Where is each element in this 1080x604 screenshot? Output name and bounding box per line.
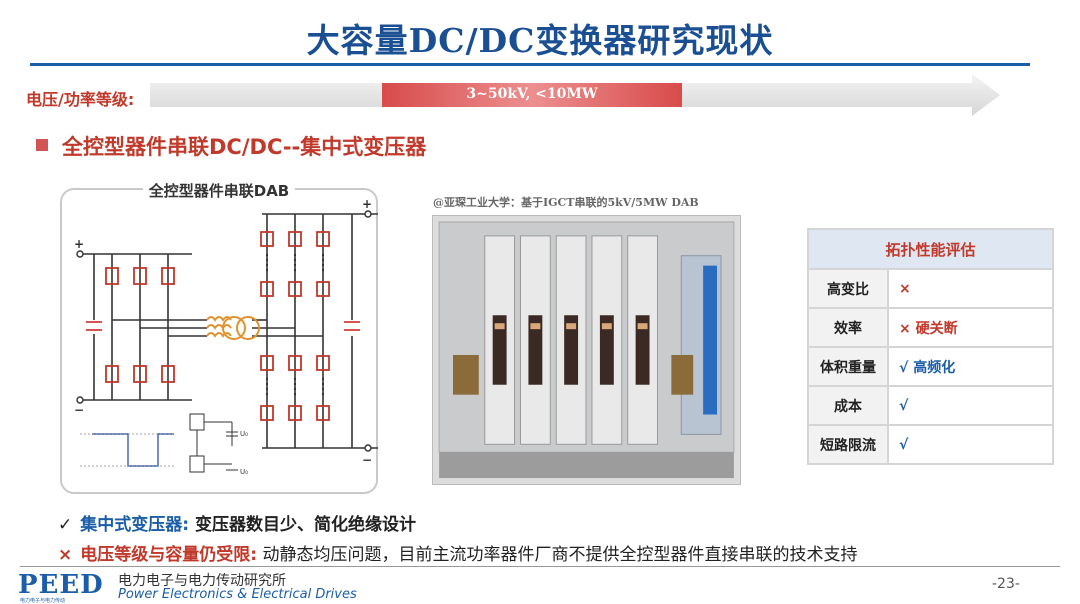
level-range-arrow: [150, 74, 1000, 116]
peed-logo: PEED: [18, 570, 104, 600]
table-row: 高变比 ×: [807, 268, 1054, 309]
check-mark-icon: √: [899, 359, 909, 376]
left-minus-label: −: [74, 403, 84, 417]
eval-key: 短路限流: [807, 424, 889, 465]
table-row: 成本 √: [807, 385, 1054, 426]
section-subtitle-text: 全控型器件串联DC/DC--集中式变压器: [62, 135, 427, 159]
right-minus-label: −: [362, 453, 372, 467]
right-plus-label: +: [362, 197, 372, 211]
eval-key: 效率: [807, 307, 889, 348]
square-wave-waveform: [92, 433, 174, 467]
u0-label-bottom: U₀: [240, 468, 248, 476]
cross-mark-icon: ×: [899, 280, 911, 297]
table-row: 短路限流 √: [807, 424, 1054, 465]
eval-note: 高频化: [913, 359, 956, 376]
logo-subtext: 电力电子与电力传动: [20, 598, 66, 604]
voltage-power-level-label: 电压/功率等级:: [26, 90, 135, 109]
lab-name-en: Power Electronics & Electrical Drives: [118, 587, 357, 602]
lab-name-cn: 电力电子与电力传动研究所: [118, 573, 286, 589]
table-row: 效率 × 硬关断: [807, 307, 1054, 348]
check-mark-icon: ✓: [58, 515, 73, 535]
footer-divider: [20, 566, 1060, 567]
eval-key: 高变比: [807, 268, 889, 309]
limitation-lead: 电压等级与容量仍受限:: [80, 545, 258, 565]
slide-title: 大容量DC/DC变换器研究现状: [306, 21, 774, 60]
page-number: -23-: [992, 576, 1020, 592]
circuit-schematic: + − + − U₀ U₀: [74, 197, 378, 476]
eval-key: 成本: [807, 385, 889, 426]
advantage-bullet: ✓ 集中式变压器: 变压器数目少、简化绝缘设计: [58, 510, 416, 535]
check-mark-icon: √: [899, 397, 909, 414]
left-plus-label: +: [74, 237, 84, 251]
cross-mark-icon: ×: [899, 320, 911, 337]
u0-label-top: U₀: [240, 430, 248, 438]
dab-circuit-diagram: 全控型器件串联DAB: [60, 182, 378, 494]
section-subtitle: 全控型器件串联DC/DC--集中式变压器: [36, 131, 426, 161]
eval-note: 硬关断: [915, 320, 958, 337]
eval-key: 体积重量: [807, 346, 889, 387]
limitation-text: 动静态均压问题，目前主流功率器件厂商不提供全控型器件直接串联的技术支持: [262, 545, 858, 565]
cross-mark-icon: ×: [58, 545, 73, 565]
table-row: 体积重量 √ 高频化: [807, 346, 1054, 387]
limitation-bullet: × 电压等级与容量仍受限: 动静态均压问题，目前主流功率器件厂商不提供全控型器件直…: [58, 540, 857, 565]
title-divider: [30, 63, 1030, 66]
square-bullet-icon: [36, 139, 48, 151]
photo-caption: @亚琛工业大学：基于IGCT串联的5kV/5MW DAB: [433, 196, 699, 209]
circuit-title-text: 全控型器件串联DAB: [142, 182, 296, 200]
check-mark-icon: √: [899, 436, 909, 453]
advantage-lead: 集中式变压器:: [80, 515, 190, 535]
level-range-text: 3~50kV, <10MW: [466, 86, 598, 102]
switch-cell-inset: [189, 413, 238, 473]
converter-cabinet-photo: [432, 215, 741, 485]
topology-evaluation-table: 拓扑性能评估 高变比 × 效率 × 硬关断 体积重量 √ 高频化 成本 √ 短路…: [807, 228, 1054, 465]
advantage-text: 变压器数目少、简化绝缘设计: [194, 515, 416, 535]
level-range-highlight: [382, 83, 682, 107]
circuit-title: 全控型器件串联DAB: [62, 180, 376, 201]
eval-table-header: 拓扑性能评估: [807, 228, 1054, 270]
